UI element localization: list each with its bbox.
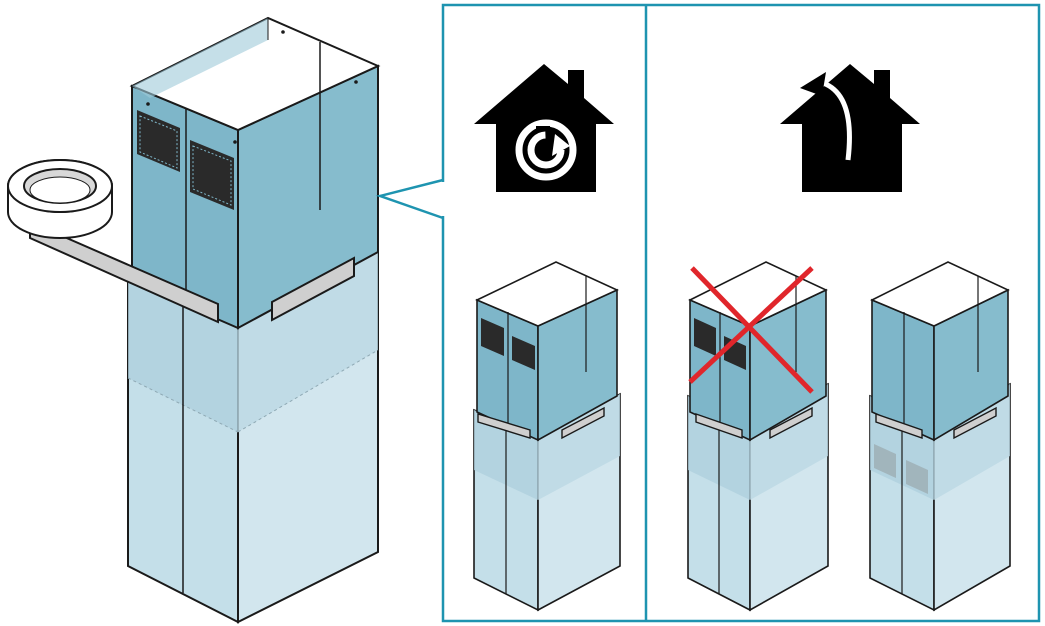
panel-extraction bbox=[687, 64, 1011, 612]
tape-strip-right bbox=[271, 256, 355, 322]
panel-recirculation bbox=[473, 64, 621, 612]
tape-roll-icon bbox=[7, 159, 113, 239]
upper-duct bbox=[129, 16, 381, 330]
house-recirculation-icon bbox=[474, 64, 614, 192]
vent-grille-right bbox=[190, 140, 234, 210]
red-cross-icon bbox=[688, 266, 814, 394]
duct-variant-vents-visible-incorrect bbox=[687, 261, 829, 612]
house-extraction-icon bbox=[780, 64, 920, 192]
callout-pointer bbox=[375, 178, 444, 220]
main-duct-assembly bbox=[7, 16, 381, 624]
duct-variant-vents-visible bbox=[473, 261, 621, 612]
vent-grille-left bbox=[137, 110, 180, 172]
duct-variant-vents-hidden bbox=[869, 261, 1011, 612]
